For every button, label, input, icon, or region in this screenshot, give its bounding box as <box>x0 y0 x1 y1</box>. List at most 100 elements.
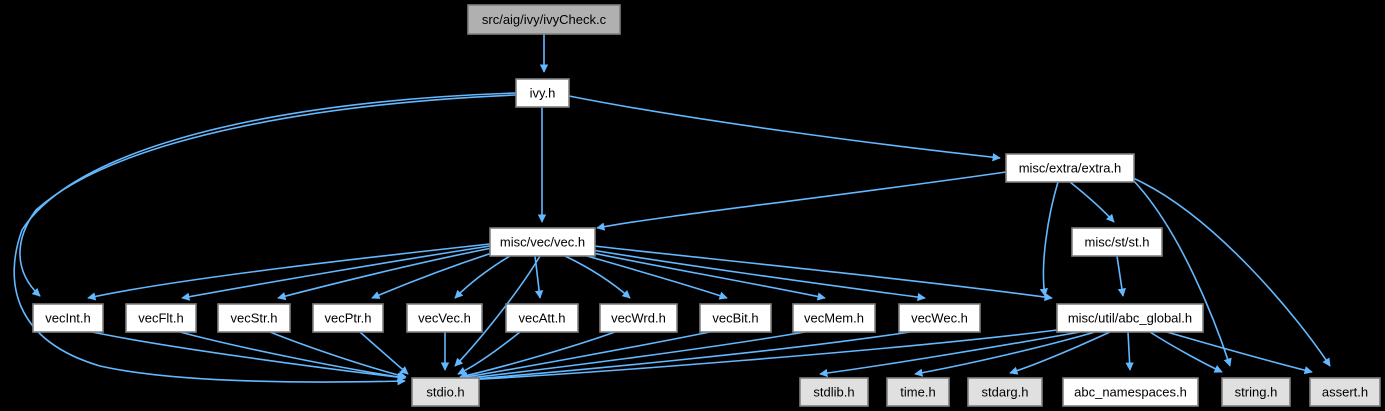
node-box-root[interactable] <box>467 4 621 35</box>
node-label-vecStr: vecStr.h <box>231 310 278 325</box>
node-box-stdarg[interactable] <box>967 377 1043 407</box>
node-label-vecFlt: vecFlt.h <box>138 310 184 325</box>
edge-extra-to-st <box>1069 181 1115 223</box>
edge-vecWrd-to-stdio <box>459 331 616 380</box>
node-box-vecWec[interactable] <box>898 303 981 333</box>
edge-ivy-to-extra <box>568 95 1001 162</box>
node-vecMem[interactable]: vecMem.h <box>792 303 876 333</box>
node-box-vecWrd[interactable] <box>599 303 678 333</box>
edge-abcglobal-to-stdarg <box>1009 331 1111 375</box>
node-extra[interactable]: misc/extra/extra.h <box>1005 153 1135 183</box>
node-box-vecPtr[interactable] <box>312 303 384 333</box>
edge-vecInt-to-stdio <box>91 331 406 382</box>
node-vecInt[interactable]: vecInt.h <box>32 303 104 333</box>
edge-vecPtr-to-stdio <box>359 331 409 375</box>
node-box-extra[interactable] <box>1005 153 1135 183</box>
node-label-vecInt: vecInt.h <box>45 310 91 325</box>
edge-vec-to-vecVec <box>454 255 511 299</box>
node-box-stdio[interactable] <box>411 377 480 407</box>
node-label-vecBit: vecBit.h <box>712 310 758 325</box>
edge-vec-to-vecMem <box>587 251 826 301</box>
node-label-vecWrd: vecWrd.h <box>611 310 666 325</box>
node-time[interactable]: time.h <box>886 377 950 407</box>
node-vecPtr[interactable]: vecPtr.h <box>312 303 384 333</box>
edge-vec-to-stdio <box>454 255 541 367</box>
node-label-assert: assert.h <box>1322 384 1368 399</box>
edge-abcglobal-to-namespaces <box>1125 331 1134 371</box>
node-vecVec[interactable]: vecVec.h <box>406 303 483 333</box>
edge-vec-to-vecBit <box>579 253 728 300</box>
edge-abcglobal-to-stdlib <box>819 331 1081 378</box>
node-st[interactable]: misc/st/st.h <box>1071 227 1163 257</box>
node-box-vecInt[interactable] <box>32 303 104 333</box>
node-assert[interactable]: assert.h <box>1309 377 1381 407</box>
node-label-namespaces: abc_namespaces.h <box>1074 384 1187 399</box>
edge-vecMem-to-stdio <box>459 331 806 383</box>
node-label-stdlib: stdlib.h <box>813 384 854 399</box>
edge-abcglobal-to-string <box>1149 331 1223 373</box>
node-stdlib[interactable]: stdlib.h <box>799 377 869 407</box>
edge-st-to-abcglobal <box>1116 255 1127 297</box>
node-box-time[interactable] <box>886 377 950 407</box>
node-vecWec[interactable]: vecWec.h <box>898 303 981 333</box>
node-vecFlt[interactable]: vecFlt.h <box>125 303 197 333</box>
node-stdarg[interactable]: stdarg.h <box>967 377 1043 407</box>
node-box-vecStr[interactable] <box>217 303 291 333</box>
node-ivy[interactable]: ivy.h <box>515 78 570 108</box>
node-label-st: misc/st/st.h <box>1084 234 1149 249</box>
node-vecBit[interactable]: vecBit.h <box>699 303 772 333</box>
node-box-vecVec[interactable] <box>406 303 483 333</box>
node-box-string[interactable] <box>1221 377 1291 407</box>
edge-vec-to-vecPtr <box>371 251 496 299</box>
node-layer: src/aig/ivy/ivyCheck.c ivy.h misc/extra/ex… <box>32 4 1381 407</box>
node-box-abcglobal[interactable] <box>1056 303 1204 333</box>
node-label-ivy: ivy.h <box>530 85 556 100</box>
edge-vecStr-to-stdio <box>269 331 407 380</box>
node-label-vecPtr: vecPtr.h <box>325 310 372 325</box>
node-string[interactable]: string.h <box>1221 377 1291 407</box>
edge-vecWec-to-stdio <box>460 331 911 384</box>
node-label-vecVec: vecVec.h <box>418 310 471 325</box>
node-box-namespaces[interactable] <box>1062 377 1199 407</box>
node-box-vecBit[interactable] <box>699 303 772 333</box>
node-label-stdarg: stdarg.h <box>982 384 1029 399</box>
edge-vec-to-abcglobal <box>593 245 1053 302</box>
edge-vecFlt-to-stdio <box>179 331 406 381</box>
node-box-stdlib[interactable] <box>799 377 869 407</box>
edge-extra-to-abcglobal <box>1039 181 1059 297</box>
node-box-ivy[interactable] <box>515 78 570 108</box>
edge-abcglobal-to-assert <box>1159 329 1313 375</box>
edge-extra-to-assert <box>1132 177 1331 367</box>
node-vecStr[interactable]: vecStr.h <box>217 303 291 333</box>
node-box-vecAtt[interactable] <box>505 303 579 333</box>
node-vecWrd[interactable]: vecWrd.h <box>599 303 678 333</box>
node-label-vec: misc/vec/vec.h <box>500 234 585 249</box>
edge-vec-to-vecStr <box>277 247 493 301</box>
edge-layer <box>13 34 1331 386</box>
edge-vec-to-vecFlt <box>181 245 491 301</box>
node-label-root: src/aig/ivy/ivyCheck.c <box>482 12 607 27</box>
edge-abcglobal-to-stdio <box>462 329 1058 384</box>
node-vecAtt[interactable]: vecAtt.h <box>505 303 579 333</box>
node-box-vec[interactable] <box>489 227 596 257</box>
node-label-stdio: stdio.h <box>426 384 464 399</box>
node-root[interactable]: src/aig/ivy/ivyCheck.c <box>467 4 621 35</box>
edge-ivy-to-vecInt <box>19 94 517 297</box>
edge-vec-to-vecInt <box>87 243 491 301</box>
node-vec[interactable]: misc/vec/vec.h <box>489 227 596 257</box>
edge-vecBit-to-stdio <box>459 331 711 381</box>
node-namespaces[interactable]: abc_namespaces.h <box>1062 377 1199 407</box>
node-box-vecMem[interactable] <box>792 303 876 333</box>
edge-abcglobal-to-time <box>914 331 1096 377</box>
node-box-assert[interactable] <box>1309 377 1381 407</box>
node-label-abcglobal: misc/util/abc_global.h <box>1068 310 1192 325</box>
node-label-extra: misc/extra/extra.h <box>1019 160 1122 175</box>
node-label-string: string.h <box>1235 384 1278 399</box>
node-abcglobal[interactable]: misc/util/abc_global.h <box>1056 303 1204 333</box>
node-stdio[interactable]: stdio.h <box>411 377 480 407</box>
node-box-st[interactable] <box>1071 227 1163 257</box>
node-box-vecFlt[interactable] <box>125 303 197 333</box>
node-label-vecAtt: vecAtt.h <box>519 310 566 325</box>
